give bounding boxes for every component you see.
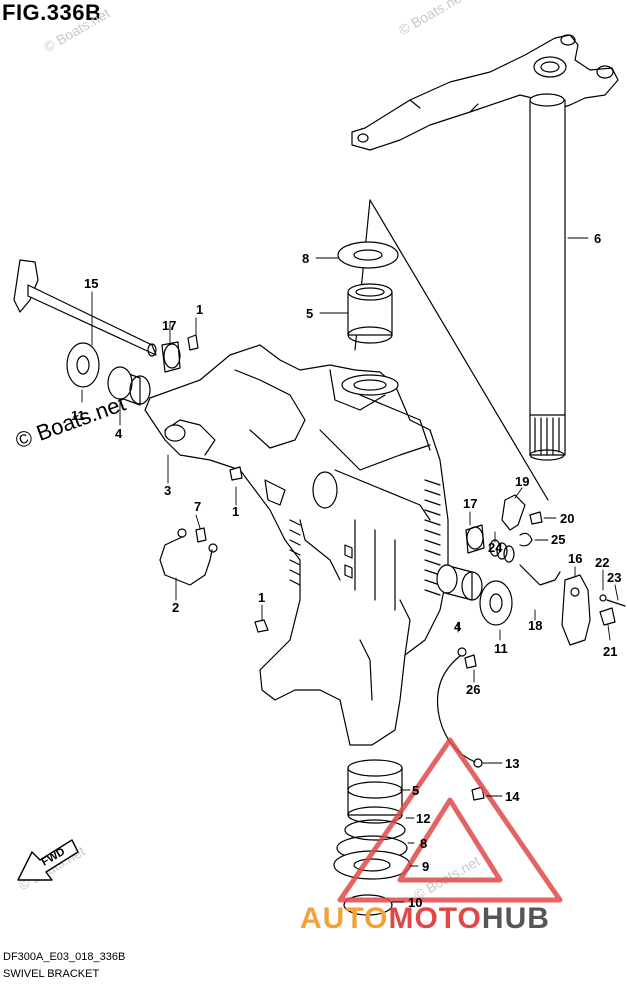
bolt-14 — [471, 786, 485, 801]
bushing-right — [436, 564, 483, 601]
washer-left — [66, 342, 100, 388]
figure-code: DF300A_E03_018_336B — [3, 951, 126, 963]
callout-4: 4 — [115, 426, 123, 441]
callout-19: 19 — [515, 474, 529, 489]
grease-fitting-right — [465, 524, 485, 554]
leader-lines — [81, 237, 619, 903]
callout-17: 17 — [162, 318, 176, 333]
callout-1: 1 — [258, 590, 265, 605]
callout-10: 10 — [408, 895, 422, 910]
bolt-1-middle — [229, 466, 243, 481]
callout-21: 21 — [603, 644, 617, 659]
rod-18 — [519, 564, 561, 586]
callout-8: 8 — [420, 836, 427, 851]
bushing-lower — [347, 759, 403, 824]
bolt-1-top — [187, 334, 199, 351]
brand-part-auto: AUTO — [300, 902, 389, 935]
callout-7: 7 — [194, 499, 201, 514]
bushing-left — [107, 366, 151, 406]
brand-wordmark: AUTOMOTOHUB — [300, 902, 550, 936]
steering-shaft — [529, 93, 566, 461]
pin-23 — [606, 599, 626, 607]
seal-9-hole — [353, 858, 391, 872]
callout-9: 9 — [422, 859, 429, 874]
callout-26: 26 — [466, 682, 480, 697]
washer-right-hole — [489, 593, 503, 613]
tilt-pin — [13, 259, 157, 357]
callout-8: 8 — [302, 251, 309, 266]
ground-cable-2 — [159, 528, 218, 586]
reference-line — [369, 199, 549, 501]
callout-17: 17 — [463, 496, 477, 511]
callout-3: 3 — [164, 483, 171, 498]
grease-fitting-left — [161, 341, 181, 373]
callout-11: 11 — [494, 641, 508, 656]
bushing-top — [347, 283, 393, 344]
spring-25 — [519, 532, 533, 547]
figure-name: SWIVEL BRACKET — [3, 968, 100, 980]
bolt-1-bottom — [254, 619, 269, 633]
tilt-lever-19 — [501, 494, 526, 531]
callout-15: 15 — [84, 276, 98, 291]
nut-21 — [599, 607, 616, 626]
brand-part-hub: HUB — [481, 902, 550, 935]
fwd-arrow-icon — [17, 839, 79, 881]
callout-14: 14 — [505, 789, 520, 804]
callout-5: 5 — [306, 306, 313, 321]
callout-1: 1 — [232, 504, 239, 519]
callout-2: 2 — [172, 600, 179, 615]
washer-left-hole — [76, 355, 90, 375]
callout-6: 6 — [594, 231, 601, 246]
bracket-16 — [561, 574, 591, 646]
callout-23: 23 — [607, 570, 621, 585]
circlip-10 — [343, 894, 393, 916]
brand-logo-icon — [337, 737, 563, 903]
brand-part-moto: MOTO — [388, 902, 482, 935]
figure-title: FIG.336B — [2, 0, 102, 25]
washer-right — [479, 580, 513, 626]
callout-11: 11 — [71, 408, 85, 423]
callout-labels: 1 1 1 2 3 4 4 5 5 6 7 8 8 9 10 11 11 12 … — [71, 231, 621, 910]
callout-25: 25 — [551, 532, 565, 547]
steering-arm — [351, 34, 619, 151]
callout-18: 18 — [528, 618, 542, 633]
callout-22: 22 — [595, 555, 609, 570]
callout-13: 13 — [505, 756, 519, 771]
bolt-26 — [464, 654, 477, 669]
callout-16: 16 — [568, 551, 582, 566]
bolt-20 — [529, 511, 543, 525]
washer-22 — [599, 594, 607, 602]
washer-top — [337, 241, 399, 269]
callout-24: 24 — [488, 540, 503, 555]
bolt-7 — [195, 527, 207, 543]
callout-4: 4 — [454, 619, 462, 634]
callout-1: 1 — [196, 302, 203, 317]
swivel-bracket-body — [144, 344, 449, 746]
callout-20: 20 — [560, 511, 574, 526]
callout-5: 5 — [412, 783, 419, 798]
washer-12 — [344, 819, 406, 841]
callout-12: 12 — [416, 811, 430, 826]
